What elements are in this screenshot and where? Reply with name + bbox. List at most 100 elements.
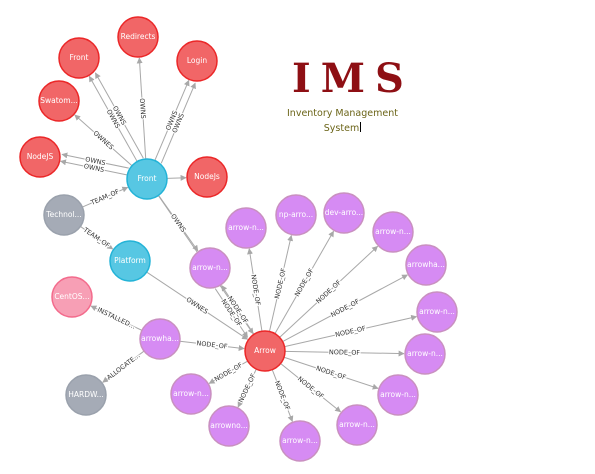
node-circle[interactable] [43, 194, 85, 236]
edge-front-hub-to-nodejs-left[interactable] [59, 159, 128, 176]
edge-arrow-to-arrow-n8[interactable] [208, 360, 248, 384]
node-arrow[interactable]: Arrow [244, 330, 286, 372]
edge-front-hub-to-redirects[interactable] [136, 57, 147, 160]
edge-front-hub-to-front-top[interactable] [88, 75, 138, 162]
edge-technol-to-platform[interactable] [80, 226, 114, 250]
edge-arrow-to-dev-arro[interactable] [274, 230, 335, 334]
node-dev-arro[interactable]: dev-arro... [323, 192, 365, 234]
node-login[interactable]: Login [176, 40, 218, 82]
edge-front-hub-to-login[interactable] [160, 82, 196, 164]
node-arrow-n4[interactable]: arrow-n... [404, 333, 446, 375]
node-circle[interactable] [58, 37, 100, 79]
node-centos[interactable]: CentOS... [51, 276, 93, 318]
node-label: CentOS... [54, 292, 89, 301]
edge-arrow-to-arrow-n1[interactable] [247, 248, 263, 332]
node-circle[interactable] [244, 330, 286, 372]
node-circle[interactable] [323, 192, 365, 234]
edge-arrowha-left-to-centos[interactable] [90, 305, 143, 331]
node-label: Technol... [45, 210, 81, 219]
node-circle[interactable] [275, 194, 317, 236]
edge-label: NODE_OF [329, 297, 361, 319]
node-circle[interactable] [372, 211, 414, 253]
logo-tagline-line2-wrap: System [282, 122, 403, 136]
node-arrow-n6[interactable]: arrow-n... [189, 247, 231, 289]
node-label: Arrow [254, 346, 276, 355]
node-nodejs-left[interactable]: NodeJS [19, 136, 61, 178]
node-arrow-n1[interactable]: arrow-n... [225, 207, 267, 249]
node-arrow-n2[interactable]: arrow-n... [372, 211, 414, 253]
edge-arrow-to-arrow-n3[interactable] [284, 314, 418, 348]
edge-arrow-to-arrowno[interactable] [237, 368, 257, 408]
edge-arrowha-left-to-hardw[interactable] [102, 350, 145, 383]
node-label: arrow-n... [173, 389, 209, 398]
node-circle[interactable] [38, 80, 80, 122]
node-arrow-n7[interactable]: arrow-n... [336, 404, 378, 446]
node-circle[interactable] [51, 276, 93, 318]
node-np-arro[interactable]: np-arro... [275, 194, 317, 236]
node-platform[interactable]: Platform [109, 240, 151, 282]
edge-technol-to-front-hub[interactable] [82, 186, 129, 208]
node-circle[interactable] [377, 374, 419, 416]
edge-label: TEAM_OF [89, 187, 121, 207]
edge-label: NODE_OF [237, 372, 258, 404]
node-label: dev-arro... [325, 208, 363, 217]
node-circle[interactable] [279, 420, 321, 462]
node-circle[interactable] [139, 318, 181, 360]
edge-arrowha-left-to-arrow[interactable] [179, 340, 245, 351]
node-circle[interactable] [225, 207, 267, 249]
edge-arrow-n6-to-arrow[interactable] [214, 288, 248, 338]
node-circle[interactable] [416, 291, 458, 333]
node-technol[interactable]: Technol... [43, 194, 85, 236]
node-circle[interactable] [19, 136, 61, 178]
edge-arrow-to-arrow-n7[interactable] [280, 363, 342, 413]
edge-label: NODE_OF [315, 364, 347, 381]
node-label: NodeJs [194, 172, 220, 181]
node-hardw[interactable]: HARDW... [65, 374, 107, 416]
node-front-hub[interactable]: Front [126, 158, 168, 200]
edge-front-hub-to-login[interactable] [154, 79, 190, 161]
edge-front-hub-to-arrow-n6[interactable] [158, 195, 199, 252]
node-circle[interactable] [65, 374, 107, 416]
node-circle[interactable] [117, 16, 159, 58]
node-arrowha-right[interactable]: arrowha... [405, 244, 447, 286]
edge-front-hub-to-swatom[interactable] [74, 114, 133, 167]
edge-label: NODE_OF [296, 375, 326, 401]
node-circle[interactable] [176, 40, 218, 82]
edge-arrow-to-arrow-n9[interactable] [271, 369, 294, 422]
node-label: arrow-n... [282, 436, 318, 445]
node-nodejs-right[interactable]: NodeJs [186, 156, 228, 198]
node-circle[interactable] [208, 405, 250, 447]
node-circle[interactable] [126, 158, 168, 200]
node-circle[interactable] [109, 240, 151, 282]
node-circle[interactable] [404, 333, 446, 375]
node-front-top[interactable]: Front [58, 37, 100, 79]
edge-front-hub-to-nodejs-left[interactable] [61, 152, 129, 169]
edge-arrow-to-arrow-n5[interactable] [283, 356, 379, 390]
node-circle[interactable] [170, 373, 212, 415]
node-label: arrow-n... [419, 307, 455, 316]
edge-label: NODE_OF [249, 274, 262, 306]
node-circle[interactable] [189, 247, 231, 289]
node-redirects[interactable]: Redirects [117, 16, 159, 58]
node-arrow-n9[interactable]: arrow-n... [279, 420, 321, 462]
edge-arrow-to-arrow-n4[interactable] [284, 350, 405, 357]
node-arrow-n5[interactable]: arrow-n... [377, 374, 419, 416]
edge-arrow-to-np-arro[interactable] [268, 234, 294, 332]
node-circle[interactable] [186, 156, 228, 198]
edge-label: ALLOCATE... [105, 352, 141, 382]
node-label: arrow-n... [375, 227, 411, 236]
node-arrowno[interactable]: arrowno... [208, 405, 250, 447]
edge-platform-to-arrow[interactable] [146, 271, 249, 340]
edge-arrow-to-arrowha-right[interactable] [282, 274, 409, 343]
node-swatom[interactable]: Swatom... [38, 80, 80, 122]
node-circle[interactable] [405, 244, 447, 286]
edge-front-hub-to-nodejs-right[interactable] [166, 174, 187, 181]
edge-front-hub-to-front-top[interactable] [94, 72, 144, 159]
edge-arrow-to-arrow-n2[interactable] [279, 245, 379, 338]
edge-arrow-to-arrow-n6[interactable] [221, 285, 255, 335]
node-arrow-n3[interactable]: arrow-n... [416, 291, 458, 333]
node-arrowha-left[interactable]: arrowha... [139, 318, 181, 360]
node-circle[interactable] [336, 404, 378, 446]
node-arrow-n8[interactable]: arrow-n... [170, 373, 212, 415]
